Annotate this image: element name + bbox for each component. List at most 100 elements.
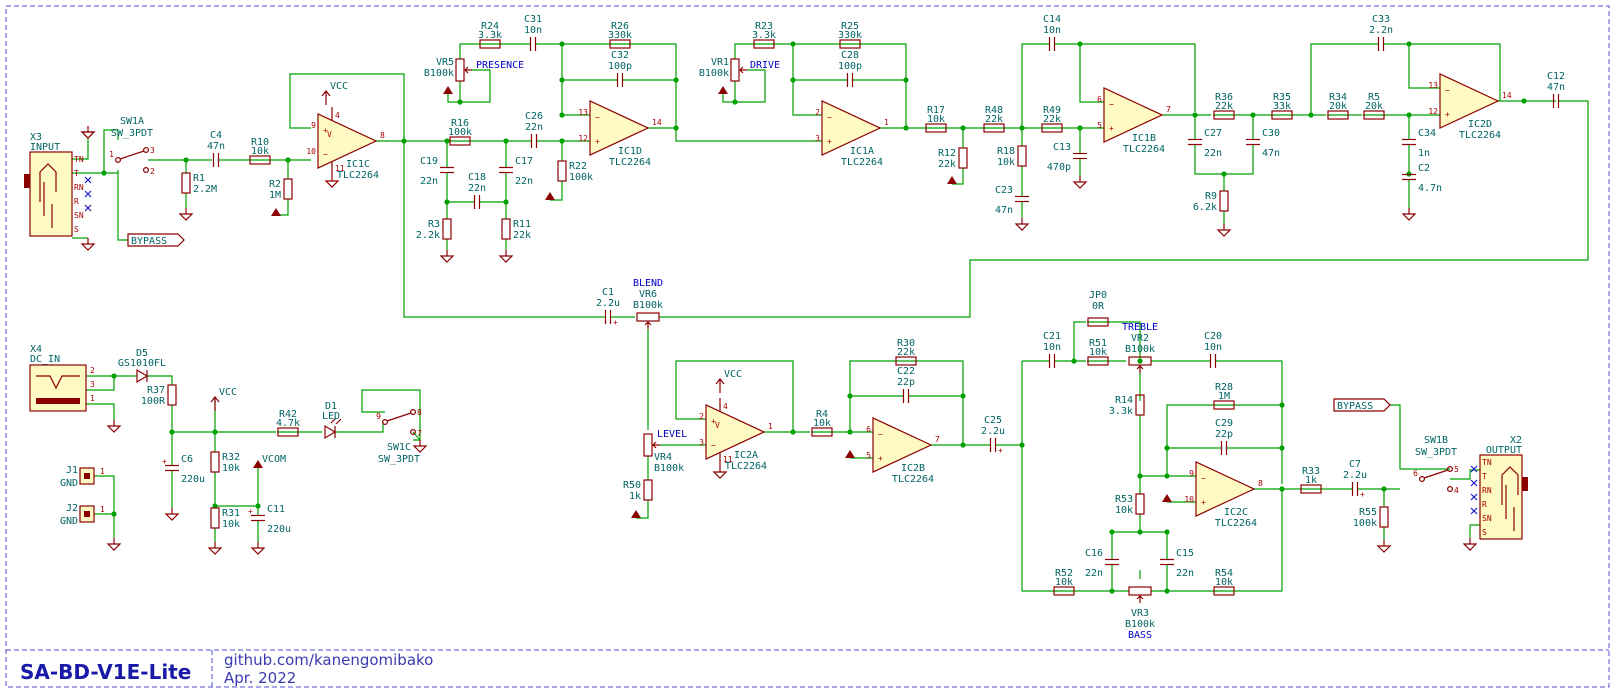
capacitor-ref: C22 — [897, 366, 915, 377]
resistor-body — [167, 384, 177, 406]
resistor-body — [442, 218, 452, 240]
resistor-value: 22k — [897, 347, 915, 358]
ground-icon — [106, 420, 122, 433]
resistor-r1: R12.2M — [181, 172, 217, 195]
resistor-r9: R96.2k — [1193, 190, 1229, 213]
capacitor-ref: C6 — [181, 454, 193, 465]
connector-value: GND — [60, 478, 78, 489]
ground-symbol — [1462, 538, 1478, 551]
treble-ref: VR2 — [1131, 333, 1149, 344]
capacitor-value: 22n — [1085, 568, 1103, 579]
bass-value: B100k — [1125, 619, 1155, 630]
jack-body — [1479, 454, 1523, 540]
capacitor-c7: +C72.2u — [1343, 459, 1367, 499]
pin-number: 12 — [1428, 107, 1438, 116]
jack-contact — [43, 182, 53, 228]
input-sign: + — [1201, 498, 1206, 507]
wire — [1021, 43, 1049, 128]
jack-tab — [1522, 477, 1528, 491]
resistor-body — [449, 136, 471, 146]
pin-number: 2 — [90, 366, 95, 375]
wire — [631, 43, 677, 128]
connector-value: GND — [60, 516, 78, 527]
ground-symbol — [1376, 540, 1392, 553]
junction — [847, 393, 853, 399]
connector-pin — [84, 511, 90, 517]
resistor-value: 10k — [1089, 347, 1107, 358]
resistor-body — [895, 356, 917, 366]
ground-symbol — [1401, 208, 1417, 221]
ground-symbol — [324, 175, 340, 188]
pin-number: 13 — [578, 108, 588, 117]
resistor-ref: R14 — [1115, 395, 1133, 406]
resistor-value: 1k — [1305, 475, 1317, 486]
resistor-body — [1327, 110, 1349, 120]
pot-vr3 — [1128, 586, 1152, 603]
ground-symbol — [164, 508, 180, 521]
switch-contact — [1446, 486, 1453, 493]
capacitor-ref: C33 — [1372, 14, 1390, 25]
resistor-value: 10k — [813, 418, 831, 429]
bypass-label: BYPASS — [1333, 398, 1391, 412]
pot-vr4 — [643, 433, 660, 457]
resistor-body — [983, 123, 1005, 133]
resistor-value: 10k — [222, 519, 240, 530]
wire — [849, 360, 895, 432]
pin-number: 9 — [1189, 469, 1194, 478]
capacitor-value: 220u — [181, 474, 205, 485]
junction — [1137, 358, 1143, 364]
ground-symbol — [412, 440, 428, 453]
pin-number: 6 — [1413, 469, 1418, 478]
jack-pin-label: S — [1482, 528, 1487, 537]
wire — [86, 376, 115, 391]
pin-number: 9 — [311, 121, 316, 130]
blend-ref: VR6 — [639, 289, 657, 300]
pin-number: 6 — [866, 425, 871, 434]
switch-contact — [114, 157, 121, 164]
drive-label: DRIVE — [750, 60, 780, 71]
wire — [1055, 43, 1196, 112]
capacitor-value: 100p — [838, 61, 862, 72]
opamp-ref: IC2A — [734, 450, 758, 461]
switch-ref: SW1A — [120, 116, 144, 127]
bass-ref: VR3 — [1131, 608, 1149, 619]
resistor-body — [1213, 586, 1235, 596]
capacitor-value: 22p — [897, 377, 915, 388]
input-sign: − — [1445, 86, 1450, 95]
resistor-value: 22k — [1215, 101, 1233, 112]
wire — [117, 170, 128, 241]
vcom-arrow-icon — [631, 510, 641, 518]
pin-number: 2 — [150, 167, 155, 176]
pot-body — [1128, 586, 1152, 596]
switch-ref: SW1B — [1424, 435, 1448, 446]
resistor-ref: R25 — [841, 21, 859, 32]
resistor-r3: R32.2k — [416, 218, 452, 241]
pot-value: B100k — [424, 68, 454, 79]
resistor-ref: R35 — [1273, 92, 1291, 103]
wire — [1109, 321, 1141, 361]
resistor-value: 2.2M — [193, 184, 217, 195]
pin-number: 1 — [100, 467, 105, 476]
resistor-value: 20k — [1365, 101, 1383, 112]
ground-symbol — [250, 542, 266, 555]
resistor-ref: R2 — [269, 179, 281, 190]
resistor-value: 10k — [251, 146, 269, 157]
wire — [72, 129, 119, 174]
resistor-ref: R4 — [816, 409, 828, 420]
led-icon — [324, 424, 337, 440]
vcc-symbol: VCC — [321, 81, 348, 105]
pin-number: 14 — [652, 118, 662, 127]
resistor-ref: R33 — [1302, 466, 1320, 477]
pin-number: 5 — [1097, 121, 1102, 130]
ground-icon — [207, 542, 223, 555]
capacitor-ref: C25 — [984, 415, 1002, 426]
ground-symbol — [498, 250, 514, 263]
